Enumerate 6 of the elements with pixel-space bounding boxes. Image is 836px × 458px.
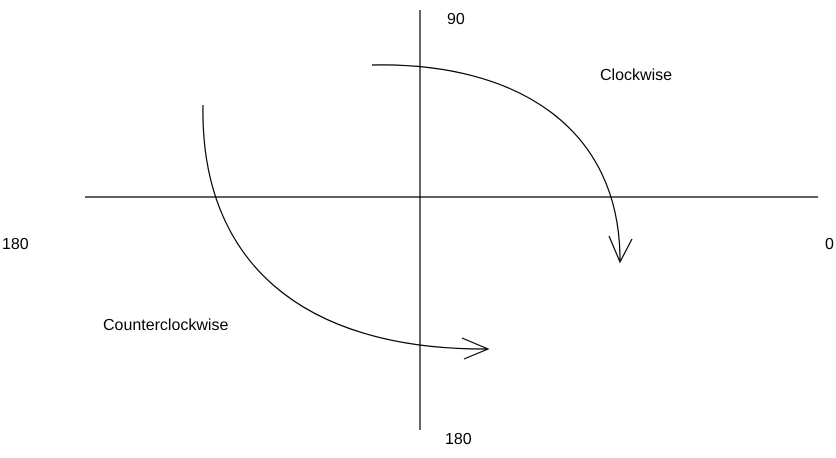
direction-label: Clockwise: [600, 67, 672, 85]
axis-label: 180: [2, 236, 29, 254]
direction-label: Counterclockwise: [103, 317, 228, 335]
axis-label: 90: [447, 11, 465, 29]
axis-label: 0: [825, 236, 834, 254]
axis-label: 180: [445, 431, 472, 449]
